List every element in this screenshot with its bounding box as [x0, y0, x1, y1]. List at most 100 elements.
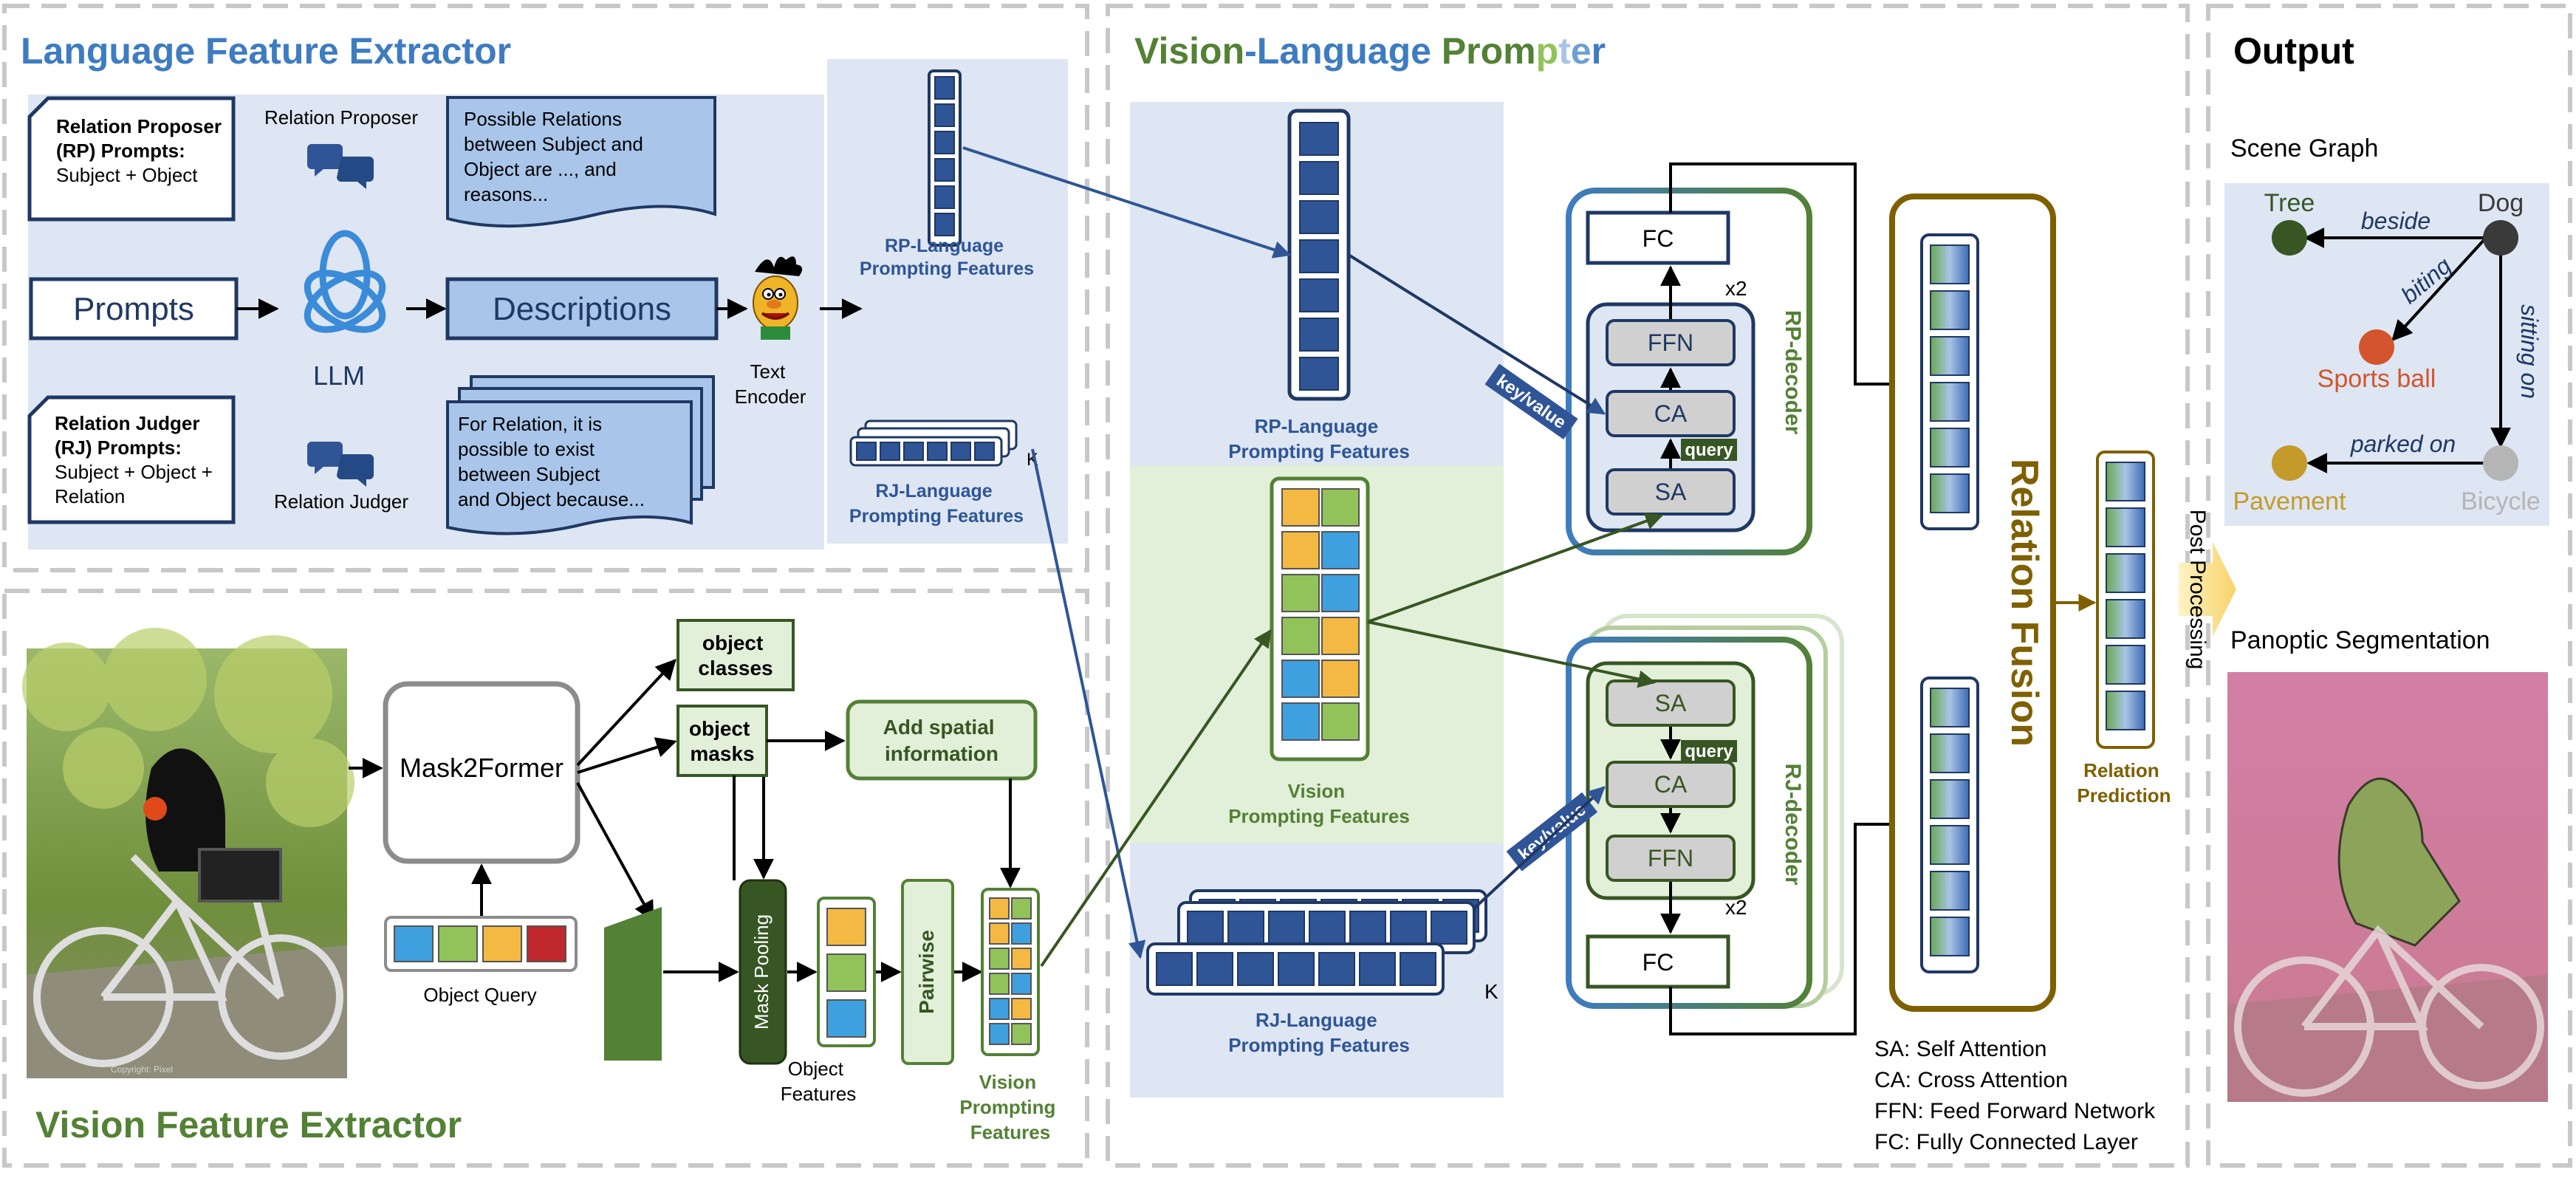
small-vision-features-label: Vision Prompting Features: [959, 1071, 1061, 1143]
object-masks-label: object masks: [689, 717, 756, 765]
feature-cell: [2106, 645, 2145, 685]
feature-cell: [1299, 161, 1339, 195]
feature-cell: [1156, 952, 1193, 986]
feature-cell: [989, 948, 1010, 970]
svg-text:key/value: key/value: [1493, 371, 1569, 433]
rj-x2-label: x2: [1725, 896, 1747, 919]
pairwise-box: [901, 879, 954, 1065]
rp-x2-label: x2: [1725, 277, 1747, 300]
rp-ffn-label: FFN: [1648, 329, 1693, 356]
node-pavement: [2272, 445, 2307, 481]
rp-ca-label: CA: [1654, 400, 1688, 427]
rp-ffn-box: [1606, 319, 1736, 366]
node-sports-ball: [2359, 329, 2394, 365]
pixel-feature-map: [604, 907, 662, 1061]
node-dog: [2483, 220, 2518, 256]
feature-cell: [2106, 599, 2145, 639]
rp-ca-box: [1606, 390, 1736, 437]
vision-features-label: Vision Prompting Features: [1228, 780, 1410, 827]
feature-cell: [1011, 973, 1032, 995]
feature-cell: [1299, 200, 1339, 234]
feature-cell: [1318, 952, 1355, 986]
vision-section-title: Vision Feature Extractor: [35, 1104, 462, 1146]
llm-logo-icon: [304, 230, 386, 333]
input-photo: Copyright: Pixel: [22, 628, 354, 1078]
feature-cell: [1281, 617, 1320, 655]
feature-cell: [856, 442, 877, 461]
prompter-section-title: Vision-Language Prompter: [1134, 30, 1606, 72]
section-borders: [2, 4, 2572, 1168]
abbreviation-legend: SA: Self Attention CA: Cross Attention F…: [1874, 1037, 2161, 1154]
relation-prediction-label: Relation Prediction: [2077, 759, 2171, 807]
feature-cell: [1281, 531, 1320, 569]
feature-cell: [1321, 660, 1360, 698]
rp-language-feature-vector: [928, 69, 962, 247]
feature-cell: [1349, 911, 1386, 945]
feature-cell: [1321, 617, 1360, 655]
rp-features-label: RP-Language Prompting Features: [1228, 415, 1410, 462]
feature-cell: [927, 442, 948, 461]
edge-parked-on-label: parked on: [2350, 431, 2456, 457]
feature-cell: [1930, 473, 1970, 513]
rp-feature-cells: [1299, 122, 1339, 391]
feature-cell: [934, 131, 955, 154]
feature-cell: [1278, 952, 1315, 986]
rj-ca-label: CA: [1654, 771, 1688, 798]
feature-cell: [1299, 318, 1339, 352]
feature-cell: [1268, 911, 1305, 945]
rp-fc-label: FC: [1642, 225, 1674, 252]
feature-cell: [1299, 357, 1339, 391]
feature-cell: [1011, 922, 1032, 945]
feature-cell: [880, 442, 900, 461]
feature-cell: [2106, 462, 2145, 501]
prompts-label: Prompts: [73, 291, 194, 327]
arrow-vision-to-rp-sa: [1367, 513, 1664, 623]
feature-cell: [1930, 688, 1970, 727]
rp-language-features-label: RP-Language Prompting Features: [860, 236, 1034, 279]
vision-language-prompter: Vision-Language Prompter RP-Language Pro…: [962, 30, 2171, 1154]
rp-sa-label: SA: [1655, 479, 1687, 505]
feature-cell: [989, 1023, 1010, 1045]
feature-cell: [903, 442, 924, 461]
arrow-m2f-masks: [577, 737, 677, 774]
feature-cell: [1299, 239, 1339, 273]
rj-ffn-box: [1606, 835, 1736, 882]
feature-cell: [1930, 336, 1970, 376]
rj-big-k-label: K: [1484, 980, 1498, 1003]
arrow-m2f-pixels: [576, 782, 654, 922]
relation-fusion-label: Relation Fusion: [2003, 459, 2046, 747]
arrow-rp-small-to-big: [962, 146, 1292, 258]
rj-query-tag: [1681, 740, 1737, 762]
add-spatial-label: Add spatial information: [883, 716, 1001, 765]
arrow-m2f-classes: [576, 658, 676, 767]
add-spatial-box: [846, 699, 1038, 781]
feature-cell: [1237, 952, 1274, 986]
feature-cell: [1400, 952, 1436, 986]
pairwise-label: Pairwise: [915, 930, 938, 1014]
feature-cell: [1930, 382, 1970, 422]
mask-pooling-box: [739, 879, 787, 1065]
rj-language-feature-stack: [849, 420, 1018, 467]
arrow-vision-to-rj-sa: [1367, 620, 1657, 688]
rj-feature-stack: [1146, 889, 1487, 996]
feature-cell: [1930, 733, 1970, 773]
feature-cell: [934, 76, 955, 100]
rj-sa-box: [1606, 679, 1736, 727]
object-features-cells: [826, 908, 866, 1038]
object-masks-box: [676, 705, 768, 777]
vision-feature-extractor: Copyright: Pixel Mask2Former Object Quer…: [22, 619, 1061, 1146]
photo-watermark: Copyright: Pixel: [111, 1064, 173, 1075]
output-section: Output Scene Graph Tree Dog Sports ball …: [2179, 30, 2549, 1102]
scene-graph-edges: [2303, 227, 2511, 473]
feature-cell: [1321, 531, 1360, 569]
feature-cell: [1227, 911, 1264, 945]
llm-label: LLM: [313, 360, 365, 391]
feature-cell: [1321, 488, 1360, 527]
feature-cell: [1321, 574, 1360, 612]
feature-cell: [1011, 1023, 1032, 1045]
rj-decoder-label: RJ-decoder: [1781, 763, 1805, 885]
mask2former-label: Mask2Former: [400, 753, 564, 783]
text-encoder-label: Text Encoder: [735, 360, 806, 408]
rj-sa-label: SA: [1655, 690, 1687, 716]
feature-cell: [1299, 278, 1339, 312]
